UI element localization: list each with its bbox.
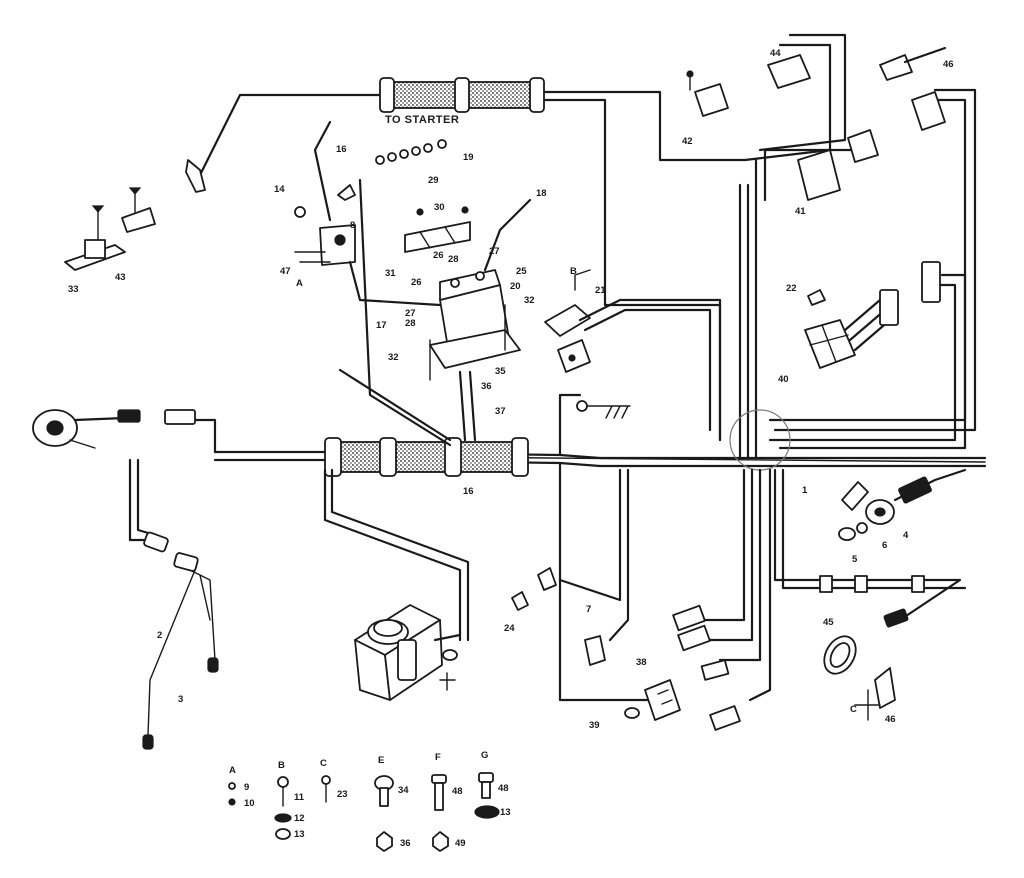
hardware-item: 13 (294, 829, 305, 840)
callout: 30 (434, 202, 445, 213)
callout: 2 (157, 630, 162, 641)
callout: 44 (770, 48, 781, 59)
spark-plug-terminal (207, 657, 219, 673)
callout: 27 (405, 308, 416, 319)
hardware-item: 13 (500, 807, 511, 818)
callout: 35 (495, 366, 506, 377)
callout: 47 (280, 266, 291, 277)
battery (348, 139, 532, 442)
hardware-group-letter: A (229, 765, 236, 776)
callout: 38 (636, 657, 647, 668)
callout: 8 (350, 220, 355, 231)
left-sensor (32, 409, 196, 449)
hardware-item: 12 (294, 813, 305, 824)
hardware-group-letter: G (481, 750, 488, 761)
ignition-switch (838, 468, 967, 541)
harness-clip (379, 437, 397, 477)
callout: 39 (589, 720, 600, 731)
spark-plug-terminal (142, 734, 154, 750)
top-harness (185, 77, 747, 442)
callout: 46 (885, 714, 896, 725)
hardware-item: 23 (337, 789, 348, 800)
callout: 33 (68, 284, 79, 295)
hardware-item: 49 (455, 838, 466, 849)
hardware-group-letter: B (278, 760, 285, 771)
solenoid (294, 120, 356, 266)
callout: 14 (274, 184, 285, 195)
callout: 21 (595, 285, 606, 296)
engine-unit (354, 604, 462, 701)
callout: 7 (586, 604, 591, 615)
callout: 43 (115, 272, 126, 283)
spark-plug-leads (142, 531, 219, 750)
hardware-item: 10 (244, 798, 255, 809)
callout: 29 (428, 175, 439, 186)
callout: 24 (504, 623, 515, 634)
callout: 18 (536, 188, 547, 199)
callout: 26 (411, 277, 422, 288)
callout: 20 (510, 281, 521, 292)
hardware-group-letter: C (320, 758, 327, 769)
hardware-group-letter: F (435, 752, 441, 763)
plug-21 (544, 269, 722, 442)
callout: 16 (463, 486, 474, 497)
callout: 16 (336, 144, 347, 155)
callout: 42 (682, 136, 693, 147)
bracket-parts (64, 187, 156, 271)
callout: C (850, 704, 857, 715)
callout: A (296, 278, 303, 289)
callout: 1 (802, 485, 808, 496)
hardware-item: 11 (294, 792, 305, 803)
hardware-item: 48 (452, 786, 463, 797)
callout: 36 (481, 381, 492, 392)
hardware-set (228, 772, 500, 852)
hardware-item: 36 (400, 838, 411, 849)
right-components (686, 46, 947, 369)
callout: 3 (178, 694, 183, 705)
hardware-item: 48 (498, 783, 509, 794)
callout: 27 (489, 246, 500, 257)
callout-labels: 1 2 3 4 5 6 7 8 14 16 16 17 18 19 20 21 … (68, 48, 954, 731)
callout: 5 (852, 554, 858, 565)
callout: 26 (433, 250, 444, 261)
callout: 25 (516, 266, 527, 277)
callout: 37 (495, 406, 506, 417)
hardware-group-letter: E (378, 755, 384, 766)
callout: 32 (388, 352, 399, 363)
callout: 28 (405, 318, 416, 329)
callout: 17 (376, 320, 387, 331)
callout: B (570, 266, 577, 277)
callout: 31 (385, 268, 396, 279)
harness-clip (454, 77, 470, 113)
harness-clip (444, 437, 462, 477)
callout: 6 (882, 540, 887, 551)
main-harness-sheath (327, 441, 519, 473)
callout: 19 (463, 152, 474, 163)
harness-clip (511, 437, 529, 477)
callout: 28 (448, 254, 459, 265)
hardware-labels: A 9 10 B 11 12 13 C 23 E 34 36 F 48 49 G… (229, 750, 511, 849)
hardware-item: 9 (244, 782, 249, 793)
harness-clip (529, 77, 545, 113)
top-left-terminal (185, 159, 206, 193)
callout: 46 (943, 59, 954, 70)
callout: 32 (524, 295, 535, 306)
callout: 40 (778, 374, 789, 385)
callout: 22 (786, 283, 797, 294)
callout: 4 (903, 530, 909, 541)
main-harness-trunk (213, 437, 987, 477)
harness-clip (379, 77, 395, 113)
hardware-item: 34 (398, 785, 409, 796)
right-harness-bundle (688, 33, 977, 702)
lower-right-clamps (819, 575, 925, 721)
lower-center-parts (511, 567, 741, 731)
callout: 45 (823, 617, 834, 628)
to-starter-label: TO STARTER (385, 114, 459, 126)
callout: 41 (795, 206, 806, 217)
